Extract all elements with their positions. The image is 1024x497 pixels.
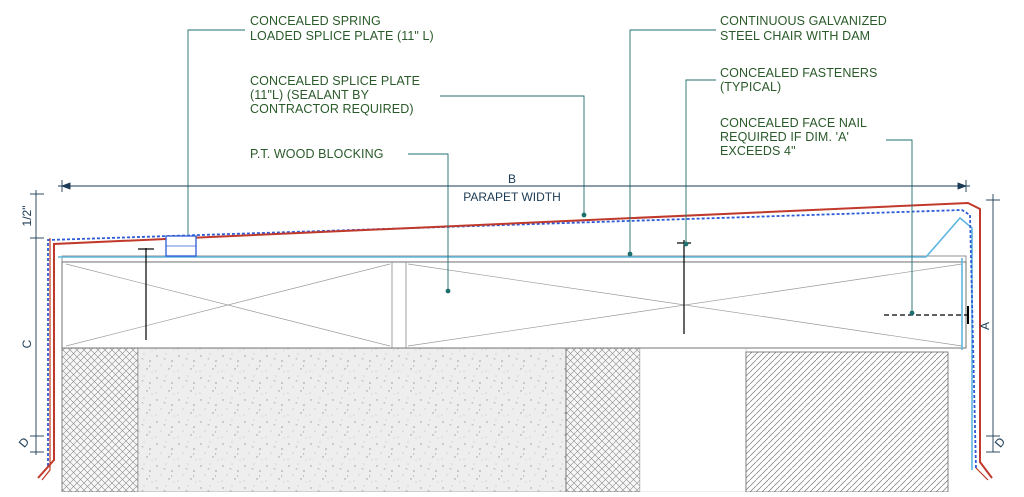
callout-splice-plate-line2: (11"L) (SEALANT BY — [250, 88, 370, 102]
callout-splice-plate-line3: CONTRACTOR REQUIRED) — [250, 102, 414, 116]
callout-steel-chair-line2: STEEL CHAIR WITH DAM — [720, 29, 870, 43]
leader-face-nail — [886, 139, 913, 312]
dim-left-drip: D — [16, 434, 33, 450]
dim-slope: 1/2" — [20, 206, 34, 227]
blocking-body — [61, 261, 967, 349]
left-masonry-unit — [61, 347, 139, 493]
membrane — [47, 209, 977, 471]
metal-coping — [37, 201, 993, 481]
callout-face-nail-line2: REQUIRED IF DIM. 'A' — [720, 130, 849, 144]
callout-wood-blocking-line1: P.T. WOOD BLOCKING — [250, 147, 384, 161]
callout-wood-blocking: P.T. WOOD BLOCKING — [250, 147, 384, 161]
dim-right-height: A — [978, 322, 992, 330]
concrete-fill-left — [137, 347, 567, 493]
callout-spring-splice: CONCEALED SPRING LOADED SPLICE PLATE (11… — [250, 14, 434, 43]
leader-lines — [187, 29, 913, 312]
leader-steel-chair — [629, 29, 716, 254]
leader-wood-blocking — [408, 153, 449, 290]
callout-face-nail-line3: EXCEEDS 4" — [720, 144, 796, 158]
wall-section — [61, 347, 949, 493]
center-masonry-unit — [565, 347, 641, 493]
dim-width-label: PARAPET WIDTH — [463, 190, 561, 204]
steel-chair — [58, 216, 973, 470]
leader-spring-splice — [187, 29, 245, 234]
callout-face-nail-line1: CONCEALED FACE NAIL — [720, 116, 867, 130]
callout-steel-chair: CONTINUOUS GALVANIZED STEEL CHAIR WITH D… — [720, 14, 887, 43]
wood-blocking — [61, 255, 967, 349]
callout-fasteners-line2: (TYPICAL) — [720, 80, 781, 94]
callout-fasteners-line1: CONCEALED FASTENERS — [720, 66, 878, 80]
leader-fasteners — [685, 79, 716, 244]
callout-spring-splice-line1: CONCEALED SPRING — [250, 14, 381, 28]
callout-splice-plate: CONCEALED SPLICE PLATE (11"L) (SEALANT B… — [250, 74, 420, 116]
dim-right-drip: D — [992, 434, 1009, 450]
callout-steel-chair-line1: CONTINUOUS GALVANIZED — [720, 14, 887, 28]
dim-left-height: C — [20, 339, 34, 348]
leader-splice-plate — [440, 95, 585, 214]
right-masonry-unit — [745, 351, 949, 493]
leader-dots — [445, 212, 915, 316]
dimension-lines — [30, 180, 1000, 455]
callout-splice-plate-line1: CONCEALED SPLICE PLATE — [250, 74, 420, 88]
open-cavity — [639, 347, 747, 493]
spring-splice-plate — [165, 235, 197, 257]
callout-spring-splice-line2: LOADED SPLICE PLATE (11" L) — [250, 29, 434, 43]
callout-face-nail: CONCEALED FACE NAIL REQUIRED IF DIM. 'A'… — [720, 116, 867, 158]
dim-width-letter: B — [508, 172, 516, 186]
callout-fasteners: CONCEALED FASTENERS (TYPICAL) — [720, 66, 878, 94]
